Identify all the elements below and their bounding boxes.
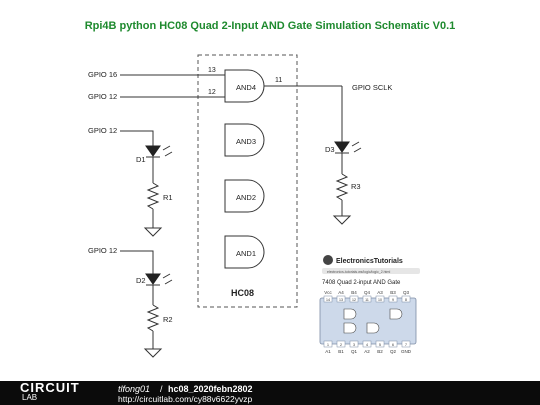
circuitlab-logo: CIRCUIT — [20, 380, 80, 395]
author-link[interactable]: tlfong01 — [118, 384, 151, 394]
inset-7408-pinout: ElectronicsTutorials electronics-tutoria… — [319, 255, 420, 354]
inset-top-pin-number: 8 — [405, 298, 407, 302]
gpio-sclk-label: GPIO SCLK — [352, 83, 392, 92]
schematic-title: Rpi4B python HC08 Quad 2-Input AND Gate … — [84, 20, 456, 32]
d3-label: D3 — [325, 145, 335, 154]
inset-bottom-pin — [401, 340, 411, 348]
and4-label: AND4 — [236, 83, 256, 92]
inset-bottom-pin-number: 7 — [405, 343, 407, 347]
inset-brand: ElectronicsTutorials — [336, 258, 403, 265]
inset-title: 7408 Quad 2-input AND Gate — [322, 280, 401, 286]
and3-gate — [224, 123, 265, 157]
led-d2-icon — [145, 273, 161, 285]
inset-top-pin — [375, 295, 385, 303]
inset-gate-1 — [343, 322, 357, 334]
ground-icon-3 — [332, 215, 352, 225]
inset-bottom-pin-number: 2 — [340, 343, 342, 347]
inset-bottom-pin-number: 1 — [327, 343, 329, 347]
inset-bottom-pin — [323, 340, 333, 348]
inset-top-pin-label: A3 — [377, 290, 383, 295]
inset-bottom-pin-number: 5 — [379, 343, 381, 347]
schematic-canvas: HC08 GPIO 16 GPIO 12 13 12 AND4 11 GPIO … — [88, 54, 420, 358]
path-separator: / — [160, 384, 163, 394]
inset-top-pin-label: B3 — [390, 290, 396, 295]
led-d1-icon — [145, 145, 161, 157]
inset-top-pin-number: 14 — [326, 298, 330, 302]
d2-label: D2 — [136, 276, 146, 285]
inset-top-pin-number: 13 — [339, 298, 343, 302]
inset-url: electronics-tutorials.ws/logic/logic_2.h… — [327, 270, 390, 274]
gpio12-label-a: GPIO 12 — [88, 92, 117, 101]
inset-gate-3 — [343, 308, 357, 320]
inset-top-pin-number: 11 — [365, 298, 369, 302]
and2-label: AND2 — [236, 193, 256, 202]
inset-top-pin — [336, 295, 346, 303]
project-link[interactable]: hc08_2020febn2802 — [168, 384, 253, 394]
inset-bottom-pin-number: 4 — [366, 343, 368, 347]
gpio12-label-c: GPIO 12 — [88, 246, 117, 255]
inset-top-pin — [401, 295, 411, 303]
inset-top-pin-label: A4 — [338, 290, 344, 295]
inset-top-pin-label: B4 — [351, 290, 357, 295]
inset-top-pin — [388, 295, 398, 303]
and2-gate — [224, 179, 265, 213]
inset-bottom-pin — [375, 340, 385, 348]
gpio16-label: GPIO 16 — [88, 70, 117, 79]
inset-bottom-pin-label: GND — [401, 349, 412, 354]
and4-gate — [224, 69, 265, 103]
circuitlab-logo-sub: LAB — [22, 393, 38, 402]
r2-label: R2 — [163, 315, 173, 324]
inset-bottom-pin — [336, 340, 346, 348]
inset-gate-4 — [389, 308, 403, 320]
and1-label: AND1 — [236, 249, 256, 258]
gpio12-label-b: GPIO 12 — [88, 126, 117, 135]
ic-7408-body — [319, 297, 417, 345]
and1-gate — [224, 235, 265, 269]
and3-label: AND3 — [236, 137, 256, 146]
pin11-label: 11 — [275, 77, 282, 84]
inset-bottom-pin-label: A1 — [325, 349, 331, 354]
inset-bottom-pin-label: A2 — [364, 349, 370, 354]
r1-label: R1 — [163, 193, 173, 202]
footer-bar: CIRCUIT LAB tlfong01 / hc08_2020febn2802… — [0, 381, 540, 405]
ground-icon-2 — [143, 348, 163, 358]
resistor-r2-icon — [146, 304, 160, 332]
inset-bottom-pin-number: 3 — [353, 343, 355, 347]
inset-bottom-pin-number: 6 — [392, 343, 394, 347]
inset-bottom-pin-label: Q1 — [351, 349, 358, 354]
inset-bottom-pin-label: B1 — [338, 349, 344, 354]
electronics-tutorials-logo-icon — [323, 255, 333, 265]
inset-top-pin-number: 12 — [352, 298, 356, 302]
inset-top-pin-label: Q3 — [403, 290, 410, 295]
led-d3-icon — [334, 141, 350, 153]
inset-bottom-pin-label: Q2 — [390, 349, 397, 354]
inset-top-pin-number: 9 — [392, 298, 394, 302]
inset-top-pin-label: Q4 — [364, 290, 371, 295]
circuit-url-link[interactable]: http://circuitlab.com/cy88v6622yvzp — [118, 394, 253, 404]
inset-bottom-pin — [362, 340, 372, 348]
inset-bottom-pin-label: B2 — [377, 349, 383, 354]
inset-gate-2 — [366, 322, 380, 334]
inset-bottom-pin — [388, 340, 398, 348]
hc08-chip-outline — [197, 54, 298, 308]
inset-top-pin-label: Vcc — [324, 290, 332, 295]
r3-label: R3 — [351, 182, 361, 191]
resistor-r3-icon — [335, 173, 349, 201]
gpio12-wire-b — [120, 130, 154, 146]
inset-top-pin — [349, 295, 359, 303]
inset-bottom-pin — [349, 340, 359, 348]
inset-top-pin — [362, 295, 372, 303]
inset-top-pin-number: 10 — [378, 298, 382, 302]
pin13-label: 13 — [208, 67, 216, 74]
ground-icon-1 — [143, 227, 163, 237]
d1-label: D1 — [136, 155, 146, 164]
chip-label: HC08 — [231, 288, 254, 298]
pin12-label: 12 — [208, 89, 216, 96]
resistor-r1-icon — [146, 182, 160, 210]
inset-top-pin — [323, 295, 333, 303]
gpio12-wire-c — [120, 250, 154, 274]
